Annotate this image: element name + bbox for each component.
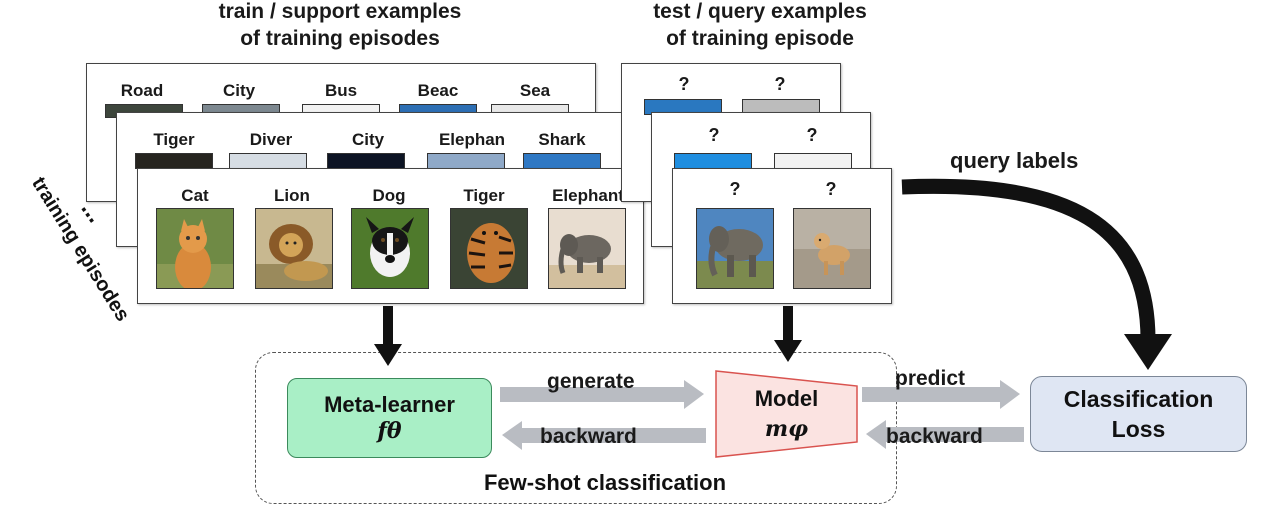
support-label: Dog	[372, 186, 406, 205]
support-label: Tiger	[463, 186, 505, 205]
meta-learner-symbol: fθ	[377, 418, 402, 444]
support-label: City	[351, 130, 385, 149]
backward-right-label: backward	[886, 425, 983, 448]
elephant-image	[548, 208, 626, 289]
generate-arrow	[500, 380, 704, 409]
query-label: ?	[774, 74, 786, 94]
support-header-line1: train / support examples	[218, 0, 462, 23]
query-labels-arrow	[901, 178, 1172, 370]
meta-learner-box: Meta-learner fθ	[287, 378, 492, 458]
model-trapezoid-shape	[715, 370, 858, 458]
support-header: train / support examples of training epi…	[170, 0, 510, 52]
support-to-meta-arrow	[374, 306, 402, 366]
support-label: City	[222, 81, 256, 100]
query-dog-image	[793, 208, 871, 289]
support-card-front: Cat Lion Dog Tiger Elephant	[137, 168, 644, 304]
query-elephant-image	[696, 208, 774, 289]
predict-label: predict	[895, 367, 966, 390]
few-shot-group-label: Few-shot classification	[483, 470, 727, 495]
support-label: Bus	[324, 81, 358, 100]
support-label: Elephant	[552, 186, 624, 205]
dog-image	[351, 208, 429, 289]
classification-loss-box: Classification Loss	[1030, 376, 1247, 452]
generate-label: generate	[547, 370, 635, 393]
query-header-line2: of training episode	[666, 27, 854, 50]
support-label: Lion	[274, 186, 310, 205]
predict-arrow	[862, 380, 1020, 409]
query-card-front: ? ?	[672, 168, 892, 304]
query-label: ?	[678, 74, 690, 94]
support-label: Cat	[181, 186, 209, 205]
query-label: ?	[806, 125, 818, 145]
support-label: Road	[120, 81, 164, 100]
query-label: ?	[729, 179, 741, 199]
support-label: Sea	[519, 81, 551, 100]
model-title: Model	[754, 386, 819, 411]
tiger-image	[450, 208, 528, 289]
query-header: test / query examples of training episod…	[600, 0, 920, 52]
support-label: Beac	[417, 81, 459, 100]
support-label: Diver	[249, 130, 293, 149]
cat-image	[156, 208, 234, 289]
backward-left-label: backward	[540, 425, 637, 448]
support-label: Elephan	[438, 130, 506, 149]
query-labels-text: query labels	[950, 148, 1079, 173]
model-symbol: mφ	[764, 416, 809, 442]
support-header-line2: of training episodes	[240, 27, 440, 50]
lion-image	[255, 208, 333, 289]
backward-left-arrow	[502, 421, 706, 450]
backward-right-arrow	[866, 420, 1024, 449]
query-to-model-arrow	[774, 306, 802, 362]
meta-learner-title: Meta-learner	[324, 392, 455, 417]
model-box: Model mφ	[715, 370, 858, 458]
loss-title-line2: Loss	[1111, 416, 1166, 442]
loss-title-line1: Classification	[1063, 386, 1214, 412]
support-label: Tiger	[153, 130, 195, 149]
query-label: ?	[708, 125, 720, 145]
support-label: Shark	[538, 130, 586, 149]
query-label: ?	[825, 179, 837, 199]
query-header-line1: test / query examples	[653, 0, 867, 23]
